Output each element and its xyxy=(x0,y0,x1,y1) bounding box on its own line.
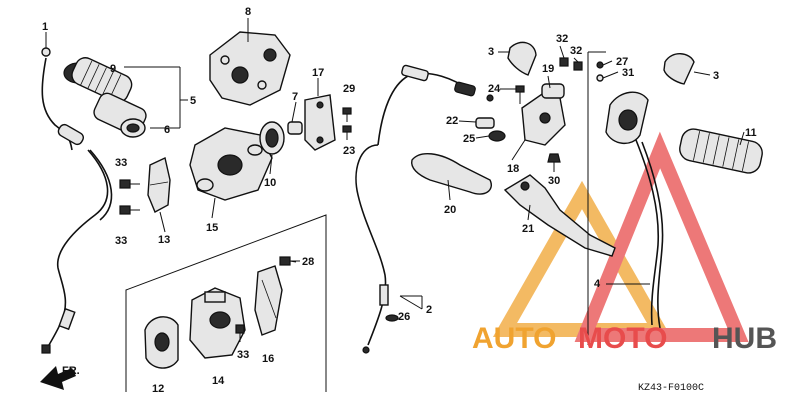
callout-22: 22 xyxy=(446,115,458,127)
screws-group xyxy=(342,107,352,140)
forward-arrow-icon xyxy=(40,366,76,390)
bottom-group-box xyxy=(125,214,327,392)
callout-leaders-left xyxy=(45,18,319,233)
callout-8: 8 xyxy=(245,6,251,18)
clutch-cable xyxy=(355,64,494,354)
callout-3-right: 3 xyxy=(713,70,719,82)
callout-15: 15 xyxy=(206,222,218,234)
callout-4: 4 xyxy=(594,278,601,290)
callout-14: 14 xyxy=(212,375,225,387)
cable-clip-right xyxy=(663,53,695,85)
watermark-text: AUTO MOTO HUB xyxy=(472,322,777,355)
callout-10: 10 xyxy=(264,177,276,189)
callout-25: 25 xyxy=(463,133,475,145)
diagram-code: KZ43-F0100C xyxy=(638,383,704,394)
callout-1: 1 xyxy=(42,21,48,33)
switch-housing-lower xyxy=(189,127,273,201)
callout-20: 20 xyxy=(444,204,456,216)
throttle-collar xyxy=(259,121,303,155)
watermark-part-hub: HUB xyxy=(712,322,777,355)
callout-3-left: 3 xyxy=(488,46,494,58)
bracket-plate xyxy=(254,265,283,336)
small-hardware-center xyxy=(475,57,583,163)
callout-9: 9 xyxy=(110,63,116,75)
callout-33-lower: 33 xyxy=(115,235,127,247)
callout-6: 6 xyxy=(164,124,170,136)
callout-12: 12 xyxy=(152,383,164,395)
direction-label: FR. xyxy=(62,365,80,377)
cable-clip-left xyxy=(507,41,537,76)
callout-31: 31 xyxy=(622,67,634,79)
callout-leaders-right xyxy=(289,45,745,310)
callout-19: 19 xyxy=(542,63,554,75)
switch-housing-bottom xyxy=(189,287,246,359)
switch-housing-upper xyxy=(209,31,291,106)
callout-21: 21 xyxy=(522,223,534,235)
callout-2: 2 xyxy=(426,304,432,316)
callout-5: 5 xyxy=(190,95,196,107)
lever-cover xyxy=(411,153,492,195)
clamp-lower xyxy=(144,316,179,369)
callout-26: 26 xyxy=(398,311,410,323)
callout-33-bottom: 33 xyxy=(237,349,249,361)
assembly-bracket-right xyxy=(587,51,650,345)
callout-18: 18 xyxy=(507,163,519,175)
callout-32-a: 32 xyxy=(556,33,568,45)
handlebar-clamp xyxy=(147,156,171,213)
watermark-part-auto: AUTO xyxy=(472,322,556,355)
cover-plate xyxy=(304,94,336,151)
callout-23: 23 xyxy=(343,145,355,157)
callout-24: 24 xyxy=(488,83,501,95)
callout-labels: 1 9 8 5 6 7 17 29 33 33 10 23 13 15 2 3 … xyxy=(42,6,757,395)
watermark-part-moto: MOTO xyxy=(578,322,667,355)
callout-29: 29 xyxy=(343,83,355,95)
lever-bracket xyxy=(521,83,566,146)
callout-16: 16 xyxy=(262,353,274,365)
watermark-logo xyxy=(492,131,749,342)
callout-17: 17 xyxy=(312,67,324,79)
callout-27: 27 xyxy=(616,56,628,68)
kill-switch-assembly xyxy=(596,61,664,329)
throttle-cable xyxy=(41,47,113,354)
callout-13: 13 xyxy=(158,234,170,246)
bolts-left xyxy=(119,179,140,215)
callout-11: 11 xyxy=(745,127,757,139)
callout-30: 30 xyxy=(548,175,560,187)
callout-7: 7 xyxy=(292,91,298,103)
callout-32-b: 32 xyxy=(570,45,582,57)
callout-33-upper: 33 xyxy=(115,157,127,169)
callout-28: 28 xyxy=(302,256,314,268)
throttle-grip-assembly xyxy=(63,57,147,138)
